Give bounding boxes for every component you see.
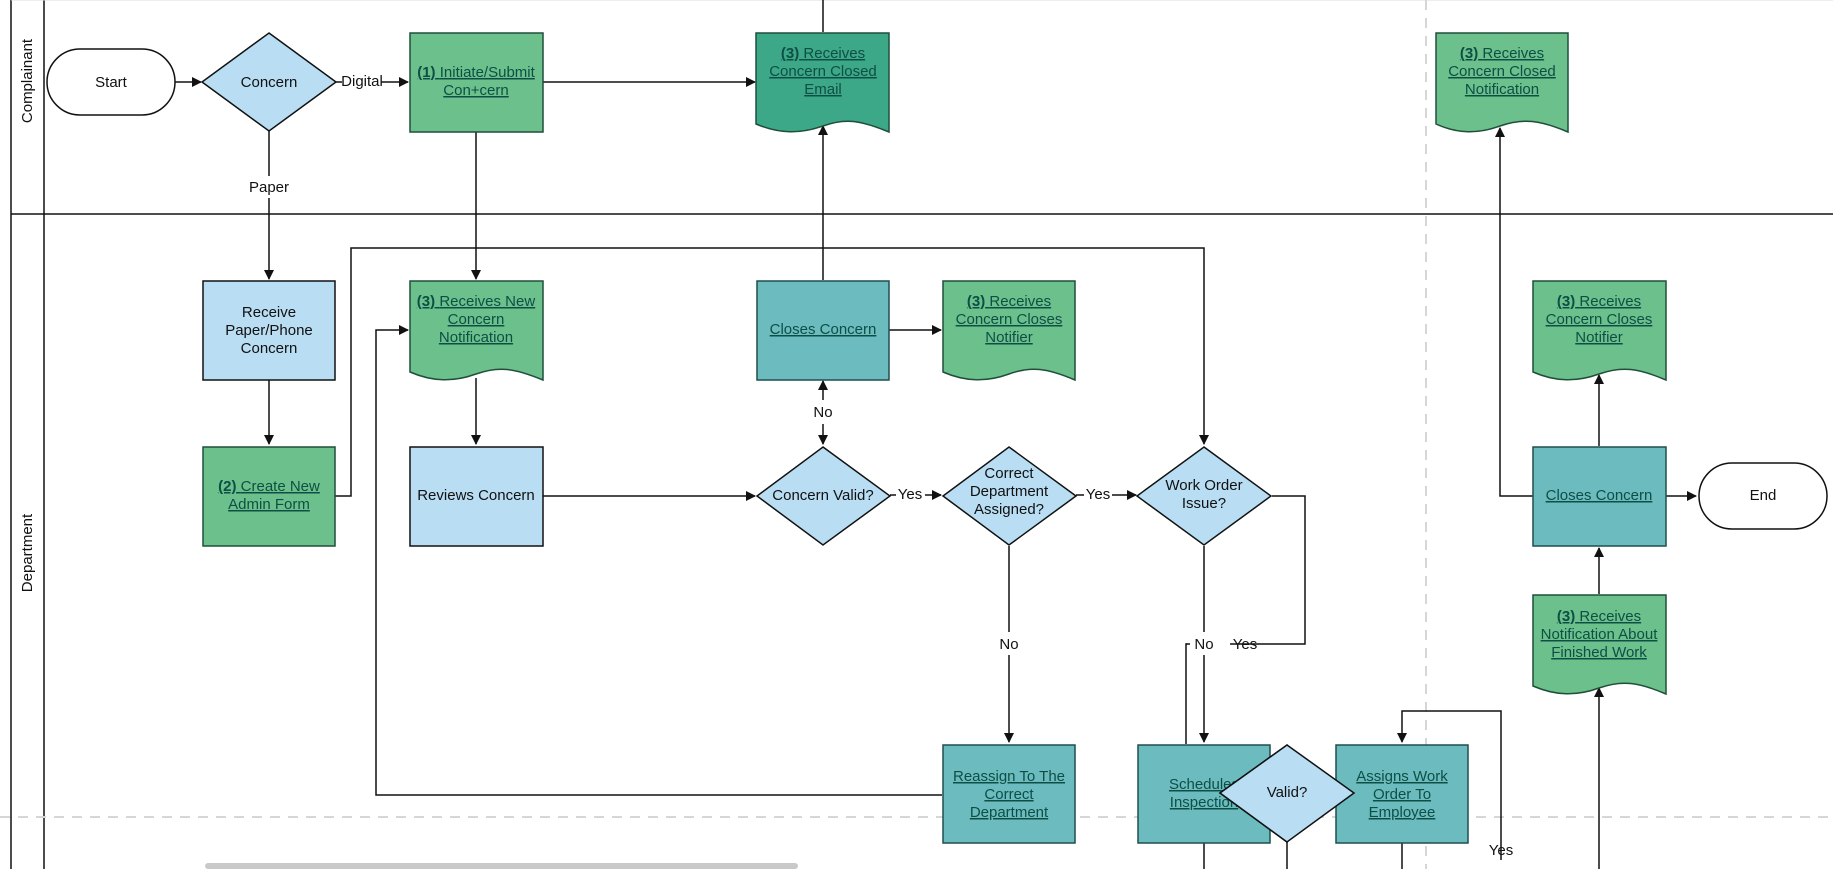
admin-form-line2[interactable]: Admin Form xyxy=(228,496,310,513)
edge-labels: Digital Paper No Yes Yes No No Yes Yes xyxy=(249,73,1513,859)
closed-notification-line1[interactable]: (3) Receives xyxy=(1460,45,1544,62)
concern-valid-decision[interactable]: Concern Valid? xyxy=(755,446,892,546)
notifier-mid-line3[interactable]: Notifier xyxy=(985,329,1033,346)
schedules-line1[interactable]: Schedules xyxy=(1169,776,1239,793)
admin-form-line1[interactable]: (2) Create New xyxy=(218,478,320,495)
reassign-line1[interactable]: Reassign To The xyxy=(953,768,1065,785)
lane-label-department: Department xyxy=(19,513,36,592)
create-new-admin-form-box[interactable]: (2) Create New Admin Form xyxy=(202,446,336,547)
correct-department-decision[interactable]: Correct Department Assigned? xyxy=(941,446,1078,546)
reassign-department-box[interactable]: Reassign To The Correct Department xyxy=(942,744,1076,844)
horizontal-scrollbar[interactable] xyxy=(205,863,798,869)
work-order-line1: Work Order xyxy=(1165,477,1242,494)
notifier-mid-line1[interactable]: (3) Receives xyxy=(967,293,1051,310)
concern-decision[interactable]: Concern xyxy=(200,32,338,132)
edge-label-no-valid: No xyxy=(813,404,832,421)
finished-work-line2[interactable]: Notification About xyxy=(1541,626,1659,643)
receives-concern-closes-notifier-mid-doc[interactable]: (3) Receives Concern Closes Notifier xyxy=(942,280,1076,382)
reviews-concern-box[interactable]: Reviews Concern xyxy=(409,446,544,547)
start-label: Start xyxy=(95,74,128,91)
new-notification-line1[interactable]: (3) Receives New xyxy=(417,293,536,310)
concern-valid-label: Concern Valid? xyxy=(772,487,873,504)
closes-concern-right-box[interactable]: Closes Concern xyxy=(1532,446,1667,547)
work-order-line2: Issue? xyxy=(1182,495,1226,512)
correct-dept-line2: Department xyxy=(970,483,1049,500)
valid-decision[interactable]: Valid? xyxy=(1218,743,1356,844)
initiate-submit-label[interactable]: (1) Initiate/Submit xyxy=(417,64,535,81)
closed-email-line2[interactable]: Concern Closed xyxy=(769,63,877,80)
new-notification-line3[interactable]: Notification xyxy=(439,329,513,346)
receive-paper-line3: Concern xyxy=(241,340,298,357)
receives-finished-work-doc[interactable]: (3) Receives Notification About Finished… xyxy=(1532,594,1667,696)
edge-label-yes-work: Yes xyxy=(1233,636,1257,653)
assigns-line2[interactable]: Order To xyxy=(1373,786,1431,803)
receives-new-concern-notification-doc[interactable]: (3) Receives New Concern Notification xyxy=(409,280,544,382)
correct-dept-line3: Assigned? xyxy=(974,501,1044,518)
schedules-line2[interactable]: Inspection xyxy=(1170,794,1238,811)
work-order-issue-decision[interactable]: Work Order Issue? xyxy=(1135,446,1273,546)
closed-email-line3[interactable]: Email xyxy=(804,81,842,98)
notifier-right-line2[interactable]: Concern Closes xyxy=(1546,311,1653,328)
start-terminator[interactable]: Start xyxy=(46,48,176,116)
assigns-work-order-box[interactable]: Assigns Work Order To Employee xyxy=(1335,744,1469,844)
closes-concern-right-label[interactable]: Closes Concern xyxy=(1546,487,1653,504)
receive-paper-line1: Receive xyxy=(242,304,296,321)
reassign-line3[interactable]: Department xyxy=(970,804,1049,821)
nodes: Start Concern (1) Initiate/Submit Con+ce… xyxy=(46,32,1828,844)
receive-paper-phone-concern-box[interactable]: Receive Paper/Phone Concern xyxy=(202,280,336,381)
edge-label-digital: Digital xyxy=(341,73,383,90)
notifier-right-line3[interactable]: Notifier xyxy=(1575,329,1623,346)
finished-work-line1[interactable]: (3) Receives xyxy=(1557,608,1641,625)
assigns-line1[interactable]: Assigns Work xyxy=(1356,768,1448,785)
edge-label-paper: Paper xyxy=(249,179,289,196)
receives-concern-closes-notifier-right-doc[interactable]: (3) Receives Concern Closes Notifier xyxy=(1532,280,1667,382)
initiate-submit-concern-box[interactable]: (1) Initiate/Submit Con+cern xyxy=(409,32,544,133)
closed-notification-line2[interactable]: Concern Closed xyxy=(1448,63,1556,80)
concern-decision-label: Concern xyxy=(241,74,298,91)
end-terminator[interactable]: End xyxy=(1698,462,1828,530)
receives-concern-closed-notification-doc[interactable]: (3) Receives Concern Closed Notification xyxy=(1435,32,1569,134)
edge-label-no-work: No xyxy=(1194,636,1213,653)
closes-concern-mid-box[interactable]: Closes Concern xyxy=(756,280,890,381)
end-label: End xyxy=(1750,487,1777,504)
notifier-right-line1[interactable]: (3) Receives xyxy=(1557,293,1641,310)
new-notification-line2[interactable]: Concern xyxy=(448,311,505,328)
reassign-line2[interactable]: Correct xyxy=(984,786,1034,803)
closes-concern-mid-label[interactable]: Closes Concern xyxy=(770,321,877,338)
valid-label: Valid? xyxy=(1267,784,1308,801)
receives-concern-closed-email-doc[interactable]: (3) Receives Concern Closed Email xyxy=(755,32,890,134)
receive-paper-line2: Paper/Phone xyxy=(225,322,313,339)
finished-work-line3[interactable]: Finished Work xyxy=(1551,644,1647,661)
correct-dept-line1: Correct xyxy=(984,465,1034,482)
reviews-concern-label: Reviews Concern xyxy=(417,487,535,504)
lane-label-complainant: Complainant xyxy=(19,38,36,123)
closed-email-line1[interactable]: (3) Receives xyxy=(781,45,865,62)
assigns-line3[interactable]: Employee xyxy=(1369,804,1436,821)
edge-label-yes-dept: Yes xyxy=(1086,486,1110,503)
edge-label-no-dept: No xyxy=(999,636,1018,653)
closed-notification-line3[interactable]: Notification xyxy=(1465,81,1539,98)
edge-label-yes-bottom: Yes xyxy=(1489,842,1513,859)
notifier-mid-line2[interactable]: Concern Closes xyxy=(956,311,1063,328)
edge-label-yes-valid: Yes xyxy=(898,486,922,503)
initiate-submit-label-2[interactable]: Con+cern xyxy=(443,82,508,99)
connectors xyxy=(175,0,1697,869)
